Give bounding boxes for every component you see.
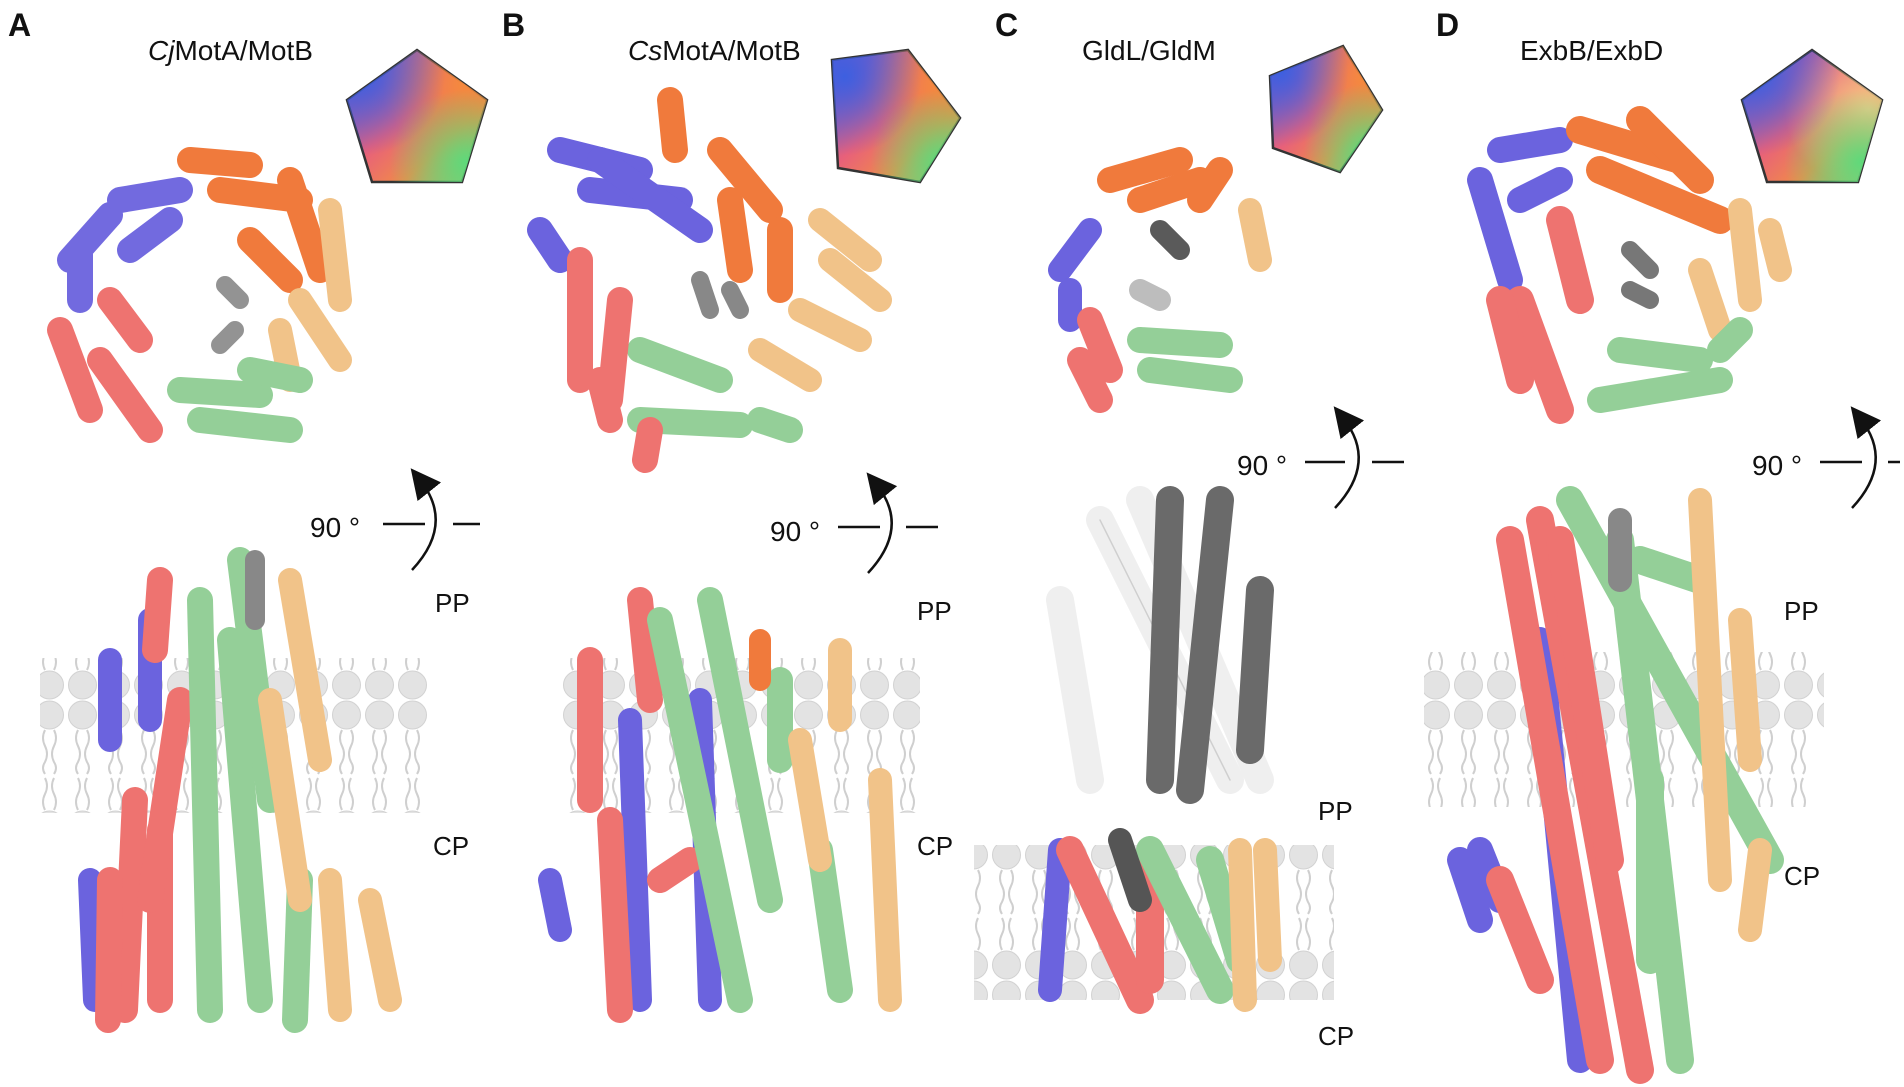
side-view-structure	[1046, 486, 1274, 804]
panel-letter: D	[1436, 7, 1459, 43]
pentagon-color-key-icon	[1740, 48, 1884, 184]
side-view-structure	[538, 587, 902, 1023]
side-view-structure	[78, 547, 402, 1033]
panel-letter: A	[8, 7, 31, 43]
panel-c	[974, 44, 1404, 1014]
panel-title-rest: MotA/MotB	[174, 35, 312, 66]
panel-title-rest: ExbB/ExbD	[1520, 35, 1663, 66]
periplasm-label: PP	[1784, 596, 1819, 626]
pentagon-color-key-icon	[345, 48, 489, 184]
panel-a	[40, 48, 489, 1033]
top-view-structure	[527, 87, 892, 473]
pentagon-color-key-icon	[830, 48, 962, 184]
panel-letter: C	[995, 7, 1018, 43]
panel-title: GldL/GldM	[1082, 35, 1216, 66]
periplasm-label: PP	[435, 588, 470, 618]
rotation-arrow-icon	[1820, 406, 1900, 509]
panel-title: CsMotA/MotB	[628, 35, 801, 66]
rotation-label: 90 °	[1752, 450, 1802, 481]
cytoplasm-label: CP	[1318, 1021, 1354, 1051]
panel-title-rest: MotA/MotB	[662, 35, 800, 66]
rotation-label: 90 °	[1237, 450, 1287, 481]
rotation-arrow-icon	[838, 472, 938, 574]
panel-title-italic: Cj	[148, 35, 175, 66]
panel-b	[527, 48, 962, 1023]
rotation-label: 90 °	[770, 516, 820, 547]
side-view-structure	[1447, 486, 1784, 1084]
top-view-structure	[47, 147, 352, 443]
panel-d	[1424, 48, 1900, 1084]
panel-title-rest: GldL/GldM	[1082, 35, 1216, 66]
panel-title: ExbB/ExbD	[1520, 35, 1663, 66]
rotation-arrow-icon	[383, 468, 480, 571]
periplasm-label: PP	[917, 596, 952, 626]
cytoplasm-label: CP	[433, 831, 469, 861]
rotation-label: 90 °	[310, 512, 360, 543]
panel-title: CjMotA/MotB	[148, 35, 313, 66]
side-view-lower	[1038, 828, 1282, 1014]
rotation-arrow-icon	[1305, 406, 1404, 509]
top-view-structure	[1048, 147, 1272, 413]
cytoplasm-label: CP	[917, 831, 953, 861]
pentagon-color-key-icon	[1268, 44, 1384, 174]
top-view-structure	[1467, 106, 1792, 424]
panel-letter: B	[502, 7, 525, 43]
panel-title-italic: Cs	[628, 35, 662, 66]
periplasm-label: PP	[1318, 796, 1353, 826]
cytoplasm-label: CP	[1784, 861, 1820, 891]
